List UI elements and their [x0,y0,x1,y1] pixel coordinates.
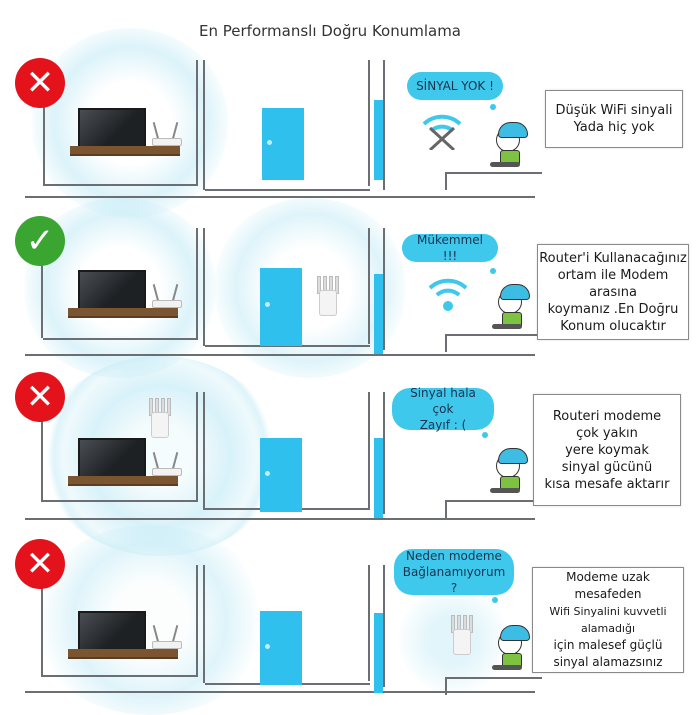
wall-left [41,232,43,338]
wall [203,392,205,510]
door-side [374,100,383,180]
speech-bubble: Mükemmel !!! [402,233,498,263]
thought-dot [490,104,496,110]
wall-left [43,88,45,186]
x-mark-icon: ✕ [25,544,55,584]
door [260,611,302,685]
house-scene: SİNYAL YOK ! [0,28,542,218]
wall [196,565,198,677]
wall [203,228,205,346]
page-title: En Performanslı Doğru Konumlama [199,22,461,40]
shelf [68,308,178,318]
floor-line [43,184,198,186]
wrong-badge: ✕ [15,539,65,589]
wifi-extender [450,615,473,655]
step [445,172,542,190]
wall [196,392,198,502]
floor-line [43,338,198,340]
child-character [490,120,530,168]
wifi-full-icon [428,278,468,311]
tv [78,270,146,310]
modem-router [152,284,182,308]
wall [368,565,370,681]
speech-bubble: SİNYAL YOK ! [407,72,503,100]
tv [78,108,146,148]
wrong-badge: ✕ [15,372,65,422]
x-mark-icon: ✕ [25,63,55,103]
info-note: Modeme uzak mesafeden Wifi Sinyalini kuv… [532,567,684,673]
step [445,500,542,518]
door-side [374,274,383,354]
wall-left [41,408,43,502]
wall [368,60,370,186]
thought-dot [490,268,496,274]
wifi-extender [316,276,339,316]
wall [203,60,205,190]
x-mark-icon: ✕ [25,377,55,417]
info-note: Router'i Kullanacağınız ortam ile Modem … [537,244,689,340]
floor-front [25,691,535,693]
wall [368,392,370,508]
wifi-extender [148,398,171,438]
wall [368,228,370,344]
wall [383,228,385,350]
wrong-badge: ✕ [15,58,65,108]
door [260,438,302,512]
child-character [492,623,532,671]
wall [196,228,198,340]
panel-correct-placement: Mükemmel !!! ✓ Router'i Kullanacağınız o… [0,198,700,378]
modem-router [152,122,182,146]
step [445,677,542,695]
door [262,108,304,180]
tv [78,438,146,478]
shelf [68,649,178,659]
shelf [70,146,180,156]
wifi-crossed-icon [422,114,462,150]
tv [78,611,146,651]
thought-dot [482,432,488,438]
shelf [68,476,178,486]
floor-front [25,354,535,356]
floor-front [25,196,535,198]
wall-left [41,585,43,677]
modem-router [152,625,182,649]
signal-glow [30,525,270,715]
info-note: Routeri modeme çok yakın yere koymak sin… [533,394,681,506]
wall [196,60,198,186]
wall [383,60,385,190]
door-side [374,613,383,693]
child-character [490,446,530,494]
house-scene: Mükemmel !!! [0,198,542,378]
step [445,334,542,352]
child-character [492,282,532,330]
floor-line [43,675,198,677]
checkmark-icon: ✓ [25,221,55,261]
wall [383,565,385,687]
floor-front [25,518,535,520]
thought-dot [492,597,498,603]
door-side [374,438,383,518]
floor-line [205,189,370,191]
floor-line [43,500,198,502]
wall [203,565,205,683]
correct-badge: ✓ [15,216,65,266]
door [260,268,302,346]
wall [383,392,385,514]
modem-router [152,452,182,476]
floor-line [205,345,370,347]
